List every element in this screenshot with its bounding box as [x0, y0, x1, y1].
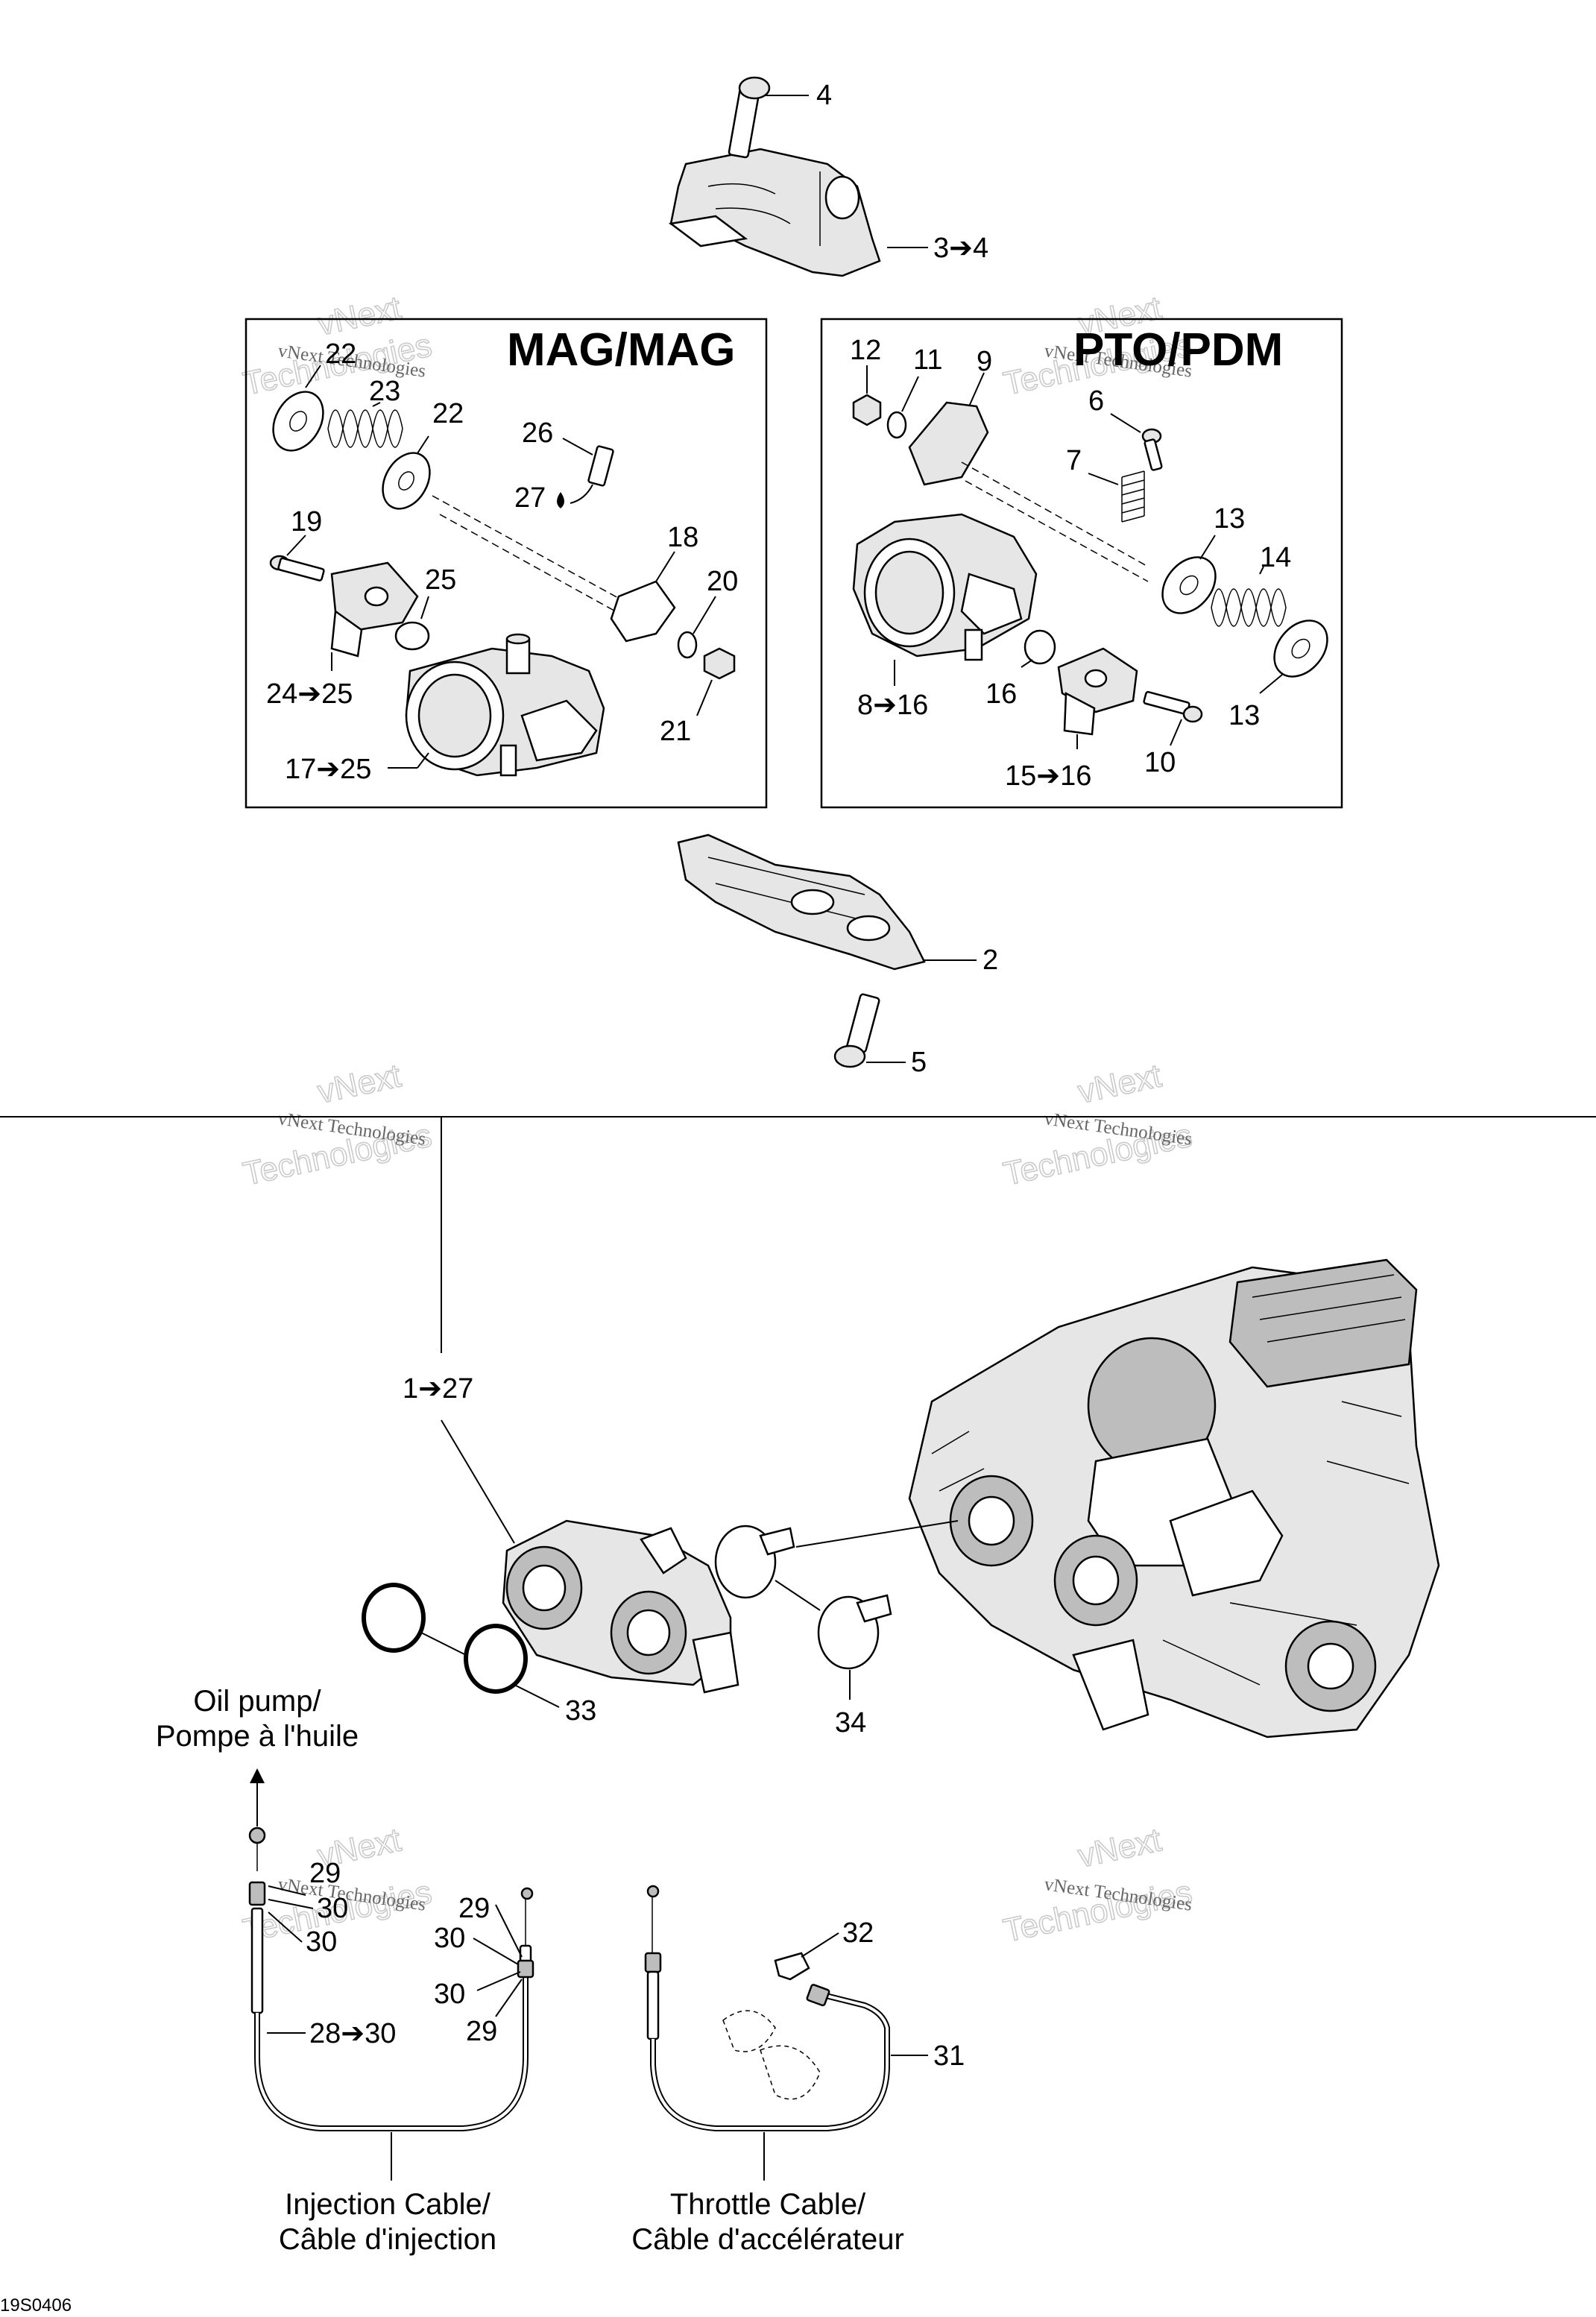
- washer-11-icon: [886, 411, 907, 439]
- oil-pump-caption-en: Oil pump/: [193, 1685, 321, 1718]
- oring-33b-icon: [464, 1624, 528, 1694]
- washer-13a-icon: [1161, 556, 1217, 614]
- throttle-sensor-24-icon: [330, 561, 419, 658]
- clamp-34a-icon: [714, 1525, 795, 1599]
- throttle-cable-icon: [644, 1885, 890, 2131]
- loctite-drop-icon: [557, 492, 564, 508]
- arrow-up-icon: [250, 1768, 265, 1783]
- pto-box: PTO/PDM 12 11 9 6 7: [820, 318, 1343, 809]
- label-9: 9: [977, 346, 992, 377]
- throttle-caption-en: Throttle Cable/: [670, 2188, 866, 2221]
- oring-25-icon: [394, 621, 430, 651]
- label-18: 18: [667, 522, 698, 553]
- throttle-caption-fr: Câble d'accélérateur: [631, 2223, 904, 2256]
- label-21: 21: [660, 716, 691, 747]
- svg-text:vNext: vNext: [1075, 1057, 1164, 1110]
- throttle-body-8-icon: [852, 513, 1038, 661]
- label-23: 23: [369, 376, 400, 407]
- lever-9-icon: [908, 401, 989, 486]
- spring-7-icon: [1121, 470, 1145, 523]
- spring-14-icon: [1211, 588, 1287, 627]
- label-29a: 29: [309, 1858, 341, 1889]
- upper-bracket-assembly: 4 3➔4: [668, 76, 988, 277]
- spring-23-icon: [327, 409, 403, 448]
- label-27: 27: [514, 482, 546, 514]
- throttle-body-17-icon: [405, 633, 605, 777]
- svg-text:vNext: vNext: [1075, 1821, 1164, 1874]
- label-26: 26: [522, 417, 553, 449]
- injection-caption-fr: Câble d'injection: [279, 2223, 496, 2256]
- label-29b: 29: [458, 1893, 490, 1924]
- screw-26-icon: [587, 445, 614, 487]
- label-22b: 22: [432, 398, 464, 429]
- washer-20-icon: [677, 631, 698, 659]
- engine-assembly-icon: [908, 1258, 1440, 1738]
- screw-19-icon: [269, 555, 325, 581]
- label-19: 19: [291, 506, 322, 538]
- label-7: 7: [1066, 445, 1082, 476]
- label-8-16: 8➔16: [857, 690, 928, 721]
- washer-22-icon: [272, 391, 324, 452]
- oring-33a-icon: [362, 1583, 426, 1653]
- label-30a: 30: [317, 1893, 348, 1924]
- label-25: 25: [425, 564, 456, 596]
- clamp-34b-icon: [817, 1594, 892, 1670]
- label-16: 16: [985, 678, 1017, 710]
- label-30d: 30: [434, 1979, 465, 2010]
- mag-box: MAG/MAG 22 23 22 26 27 19: [245, 318, 768, 809]
- label-10: 10: [1144, 747, 1176, 778]
- label-34: 34: [835, 1707, 866, 1738]
- injection-caption-en: Injection Cable/: [285, 2188, 491, 2221]
- bolt-4-icon: [728, 76, 771, 159]
- screw-10-icon: [1143, 690, 1203, 723]
- label-24-25: 24➔25: [266, 678, 353, 710]
- label-32: 32: [842, 1917, 874, 1949]
- label-29c: 29: [466, 2016, 497, 2047]
- label-5: 5: [911, 1047, 927, 1078]
- washer-22b-icon: [382, 452, 431, 510]
- injection-cable-icon: [248, 1826, 534, 2131]
- label-3-4: 3➔4: [933, 233, 988, 264]
- throttle-body-assembly-icon: [502, 1519, 739, 1694]
- label-22a: 22: [325, 338, 356, 370]
- bolt-5-icon: [833, 993, 880, 1068]
- label-31: 31: [933, 2040, 965, 2072]
- label-13b: 13: [1228, 700, 1260, 731]
- pto-box-title: PTO/PDM: [1073, 324, 1283, 376]
- label-30b: 30: [306, 1926, 337, 1958]
- washer-13b-icon: [1273, 620, 1328, 678]
- oring-16-icon: [1023, 629, 1056, 665]
- oil-pump-caption-fr: Pompe à l'huile: [156, 1720, 359, 1753]
- label-13a: 13: [1214, 503, 1245, 535]
- svg-text:vNext: vNext: [315, 1057, 404, 1110]
- label-33: 33: [565, 1695, 596, 1727]
- mag-box-title: MAG/MAG: [507, 324, 736, 376]
- watermark-mid-right: vNext Technologies vNext Technologies: [1000, 1057, 1196, 1194]
- lever-18-icon: [610, 580, 676, 643]
- label-17-25: 17➔25: [285, 754, 371, 785]
- label-20: 20: [707, 566, 738, 597]
- watermark-mid-left: vNext Technologies vNext Technologies: [239, 1057, 435, 1194]
- label-11: 11: [913, 344, 942, 376]
- nut-21-icon: [703, 647, 736, 680]
- throttle-sensor-15-icon: [1057, 647, 1138, 736]
- label-30c: 30: [434, 1923, 465, 1954]
- label-4: 4: [816, 80, 832, 111]
- label-6: 6: [1088, 385, 1104, 417]
- bracket-hole: [824, 175, 860, 220]
- label-1-27: 1➔27: [403, 1373, 473, 1405]
- screw-6-icon: [1141, 428, 1163, 471]
- figure-code: 19S0406: [0, 2295, 72, 2316]
- label-14: 14: [1260, 542, 1291, 573]
- watermark-group: vNext Technologies vNext Technologies vN…: [239, 289, 1196, 1950]
- label-2: 2: [982, 945, 998, 976]
- nut-12-icon: [852, 394, 882, 426]
- label-28-30: 28➔30: [309, 2018, 396, 2049]
- label-12: 12: [850, 335, 881, 366]
- lower-bracket-assembly: 2 5: [677, 833, 998, 1078]
- label-15-16: 15➔16: [1005, 760, 1091, 792]
- watermark-bottom-right: vNext Technologies vNext Technologies: [1000, 1821, 1196, 1950]
